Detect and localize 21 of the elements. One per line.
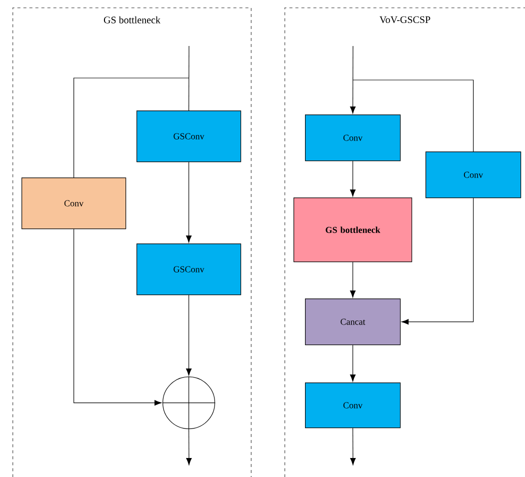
process-box: Conv (22, 178, 126, 230)
arrow (402, 198, 474, 325)
arrow (350, 46, 356, 114)
arrow (186, 294, 192, 376)
process-box: Cancat (305, 298, 401, 346)
arrow (74, 228, 162, 406)
process-box: GSConv (136, 244, 242, 296)
arrow (350, 428, 356, 466)
arrow (186, 428, 192, 466)
process-box: GSConv (136, 110, 242, 162)
process-box: Conv (426, 152, 522, 198)
panel-title: VoV-GSCSP (380, 16, 430, 24)
arrow (350, 344, 356, 382)
process-box: GS bottleneck (294, 198, 412, 262)
process-box: Conv (305, 382, 401, 428)
sum-circle (162, 376, 216, 430)
panel-title: GS bottleneck (104, 16, 160, 24)
arrow (350, 160, 356, 197)
arrow (350, 262, 356, 298)
arrow (186, 162, 192, 243)
process-box: Conv (305, 114, 401, 162)
